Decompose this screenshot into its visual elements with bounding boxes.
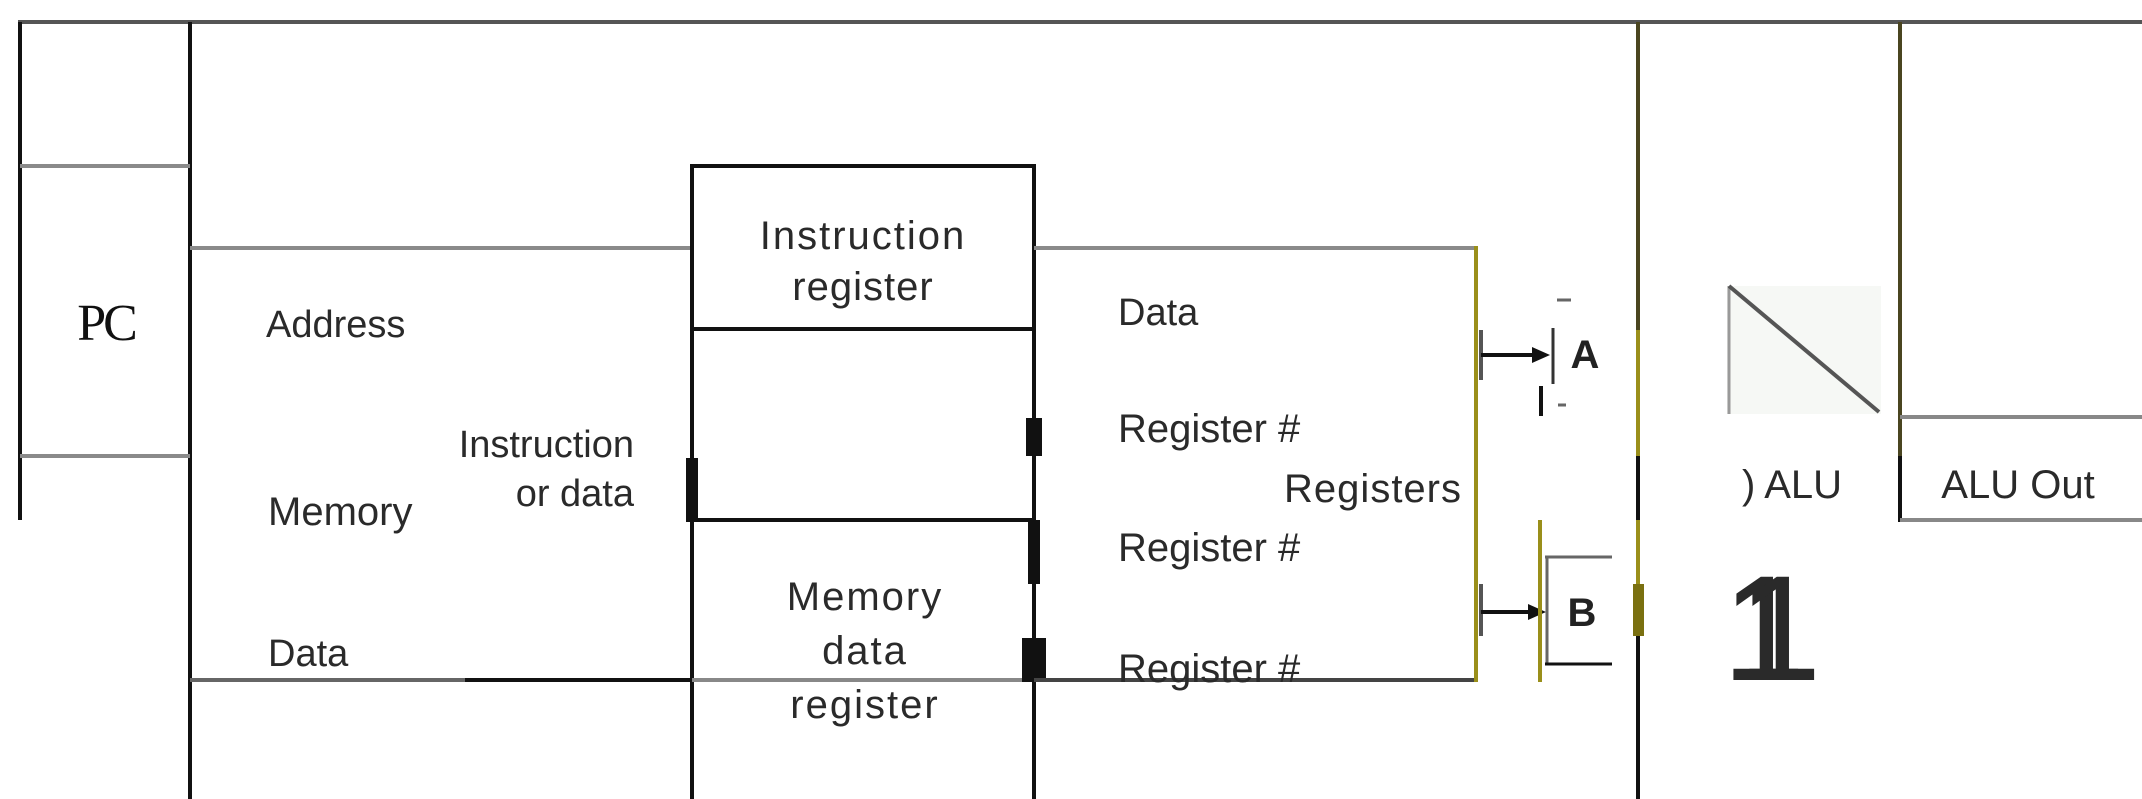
regfile-register-num-2: Register # [1118, 526, 1301, 570]
alu-out-register: ALU Out [1898, 22, 2142, 522]
ir-mdr-output-marker [1028, 520, 1040, 584]
memory-data-register-label-line1: Memory [787, 575, 943, 619]
stray-glyph: 1 [1738, 544, 1821, 712]
b-register: B [1479, 520, 1612, 682]
regfile-data-label: Data [1118, 292, 1199, 334]
regfile-register-num-1: Register # [1118, 407, 1301, 451]
pc-block: PC [18, 22, 192, 799]
regfile-register-num-3: Register # [1118, 647, 1301, 691]
a-arrow-head [1532, 347, 1550, 363]
ir-output-marker [1026, 418, 1042, 456]
b-label: B [1568, 591, 1597, 635]
memory-data-register-label-line2: data [822, 629, 908, 673]
register-file: Data Register # Registers Register # Reg… [1034, 246, 1478, 691]
mdr-output-marker [1022, 638, 1046, 682]
instruction-register-label-line2: register [792, 265, 933, 309]
pc-label: PC [77, 295, 135, 352]
memory-label: Memory [268, 490, 412, 534]
memory-data-label: Data [268, 633, 349, 675]
a-register: A [1479, 298, 1600, 416]
a-label: A [1571, 333, 1600, 377]
stray-glyph-shadow: 1 [1722, 544, 1805, 712]
instruction-or-data-label-line2: or data [516, 473, 635, 515]
alu-shape-diagonal [1727, 284, 1881, 414]
memory-block: Address Instruction or data Memory Data [190, 246, 692, 682]
alu-label: ) ALU [1742, 463, 1842, 507]
b-arrow-head [1528, 604, 1546, 620]
address-label: Address [266, 304, 405, 346]
aluout-label: ALU Out [1941, 463, 2094, 507]
alu-input-divider [1633, 22, 1644, 799]
memory-data-register-label-line3: register [790, 683, 939, 727]
divider-marker [1633, 584, 1644, 636]
mux-input-marker [686, 458, 698, 522]
register-column: Instruction register Memory data registe… [686, 164, 1046, 799]
instruction-or-data-label-line1: Instruction [459, 424, 634, 466]
instruction-register-label-line1: Instruction [760, 214, 967, 258]
regfile-registers-label: Registers [1284, 467, 1462, 511]
alu: ) ALU 1 1 [1722, 284, 1881, 712]
